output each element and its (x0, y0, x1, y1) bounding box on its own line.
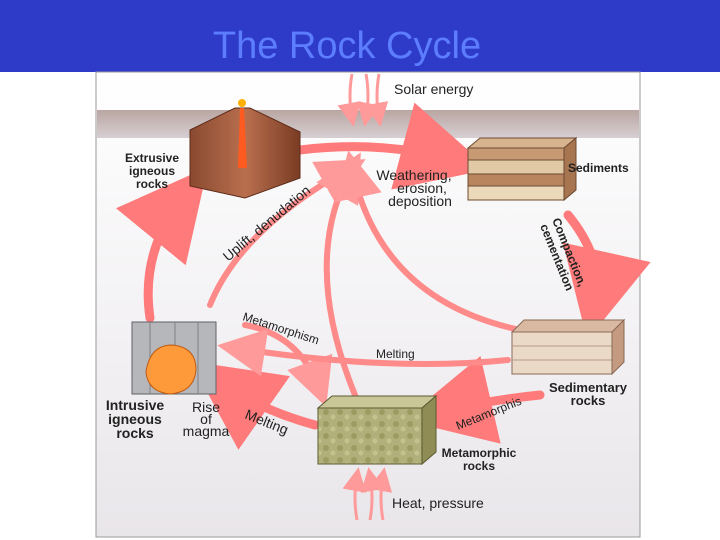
weathering-label: Weathering, erosion, deposition (376, 167, 452, 209)
weathering-label-line2: erosion, (397, 180, 447, 196)
slide-title: The Rock Cycle (212, 25, 482, 67)
intrusive-label-line1: Intrusive (106, 397, 165, 413)
sediments-label: Sediments (568, 161, 629, 175)
heat-pressure-arrows (342, 467, 393, 521)
weathering-label-line1: Weathering, (376, 167, 451, 183)
sedimentary-label-line1: Sedimentary (549, 380, 628, 395)
rise-label-line3: magma (183, 423, 230, 439)
metamorphic-label-line1: Metamorphic (442, 446, 517, 460)
extrusive-label-line1: Extrusive (125, 151, 179, 165)
metamorphic-label: Metamorphic rocks (442, 446, 517, 473)
extrusive-label: Extrusive igneous rocks (125, 151, 179, 191)
heat-pressure-label: Heat, pressure (392, 495, 484, 511)
cycle-arrows (115, 102, 651, 450)
extrusive-label-line3: rocks (136, 177, 168, 191)
inner-arrows (207, 150, 523, 407)
intrusive-label-line3: rocks (116, 425, 154, 441)
metamorphic-rock-illustration (316, 394, 438, 466)
weathering-label-line3: deposition (388, 193, 452, 209)
melting-center-label: Melting (376, 347, 415, 361)
metamorphic-label-line2: rocks (463, 459, 495, 473)
sedimentary-label: Sedimentary rocks (549, 380, 628, 408)
sediments-illustration (466, 136, 578, 202)
arrow-rise-magma (115, 167, 208, 323)
extrusive-rock-illustration (189, 99, 301, 199)
arrow-melting-center (217, 328, 511, 377)
arrow-melting-bottom (190, 361, 320, 450)
arrow-metamorphism-left (242, 322, 333, 407)
intrusive-label-line2: igneous (108, 411, 162, 427)
rise-label-line2: of (200, 411, 212, 427)
solar-energy-arrows (337, 73, 389, 127)
sedimentary-rock-illustration (510, 318, 626, 376)
intrusive-label: Intrusive igneous rocks (106, 397, 165, 441)
extrusive-label-line2: igneous (129, 164, 175, 178)
arrow-metamorphism-right (402, 356, 545, 444)
arrow-uplift-from-sedimentary (334, 150, 523, 333)
intrusive-rock-illustration (131, 321, 217, 395)
rise-label: Rise of magma (183, 399, 230, 439)
solar-energy-label: Solar energy (394, 81, 473, 97)
arrow-weathering (295, 102, 490, 190)
arrow-compaction (562, 210, 651, 341)
rise-label-line1: Rise (192, 399, 220, 415)
title-bar (0, 0, 720, 72)
sedimentary-label-line2: rocks (571, 393, 606, 408)
